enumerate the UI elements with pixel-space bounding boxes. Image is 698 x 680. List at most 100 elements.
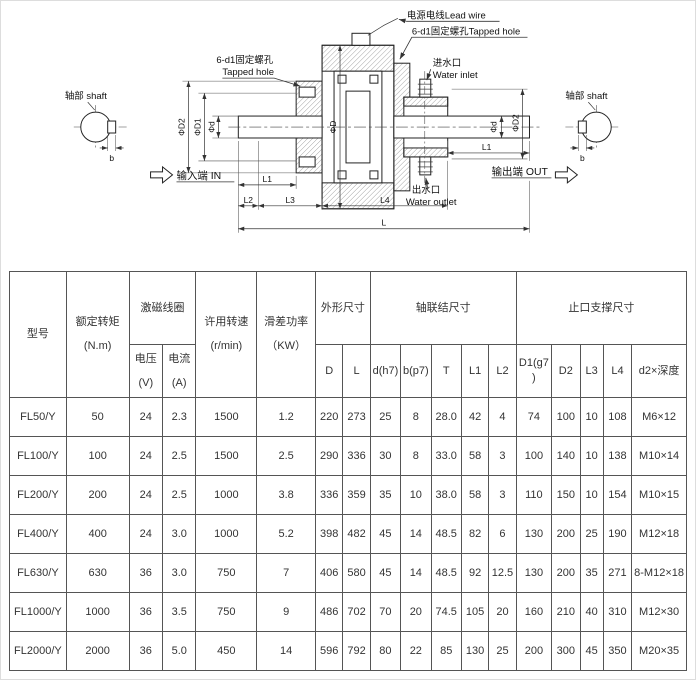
col-L: L: [342, 344, 371, 398]
model-cell: FL400/Y: [9, 514, 67, 554]
model-cell: FL2000/Y: [9, 631, 67, 671]
spec-value-cell: 74.5: [430, 592, 462, 632]
col-current-line2: (A): [171, 376, 187, 389]
water-inlet-label-en: Water inlet: [433, 70, 478, 81]
spec-value-cell: 140: [551, 436, 581, 476]
spec-value-cell: 100: [65, 436, 130, 476]
col-slip-line2: （KW）: [266, 340, 306, 352]
spec-value-cell: 2.5: [256, 436, 317, 476]
spec-value-cell: 25: [579, 514, 604, 554]
spec-value-cell: 450: [195, 631, 258, 671]
spec-value-cell: 2.5: [162, 436, 197, 476]
spec-value-cell: 3: [488, 436, 517, 476]
col-group-spigot: 止口支撑尺寸: [515, 271, 688, 345]
col-voltage-line1: 电压: [134, 352, 157, 365]
col-speed: 许用转速 (r/min): [195, 271, 258, 398]
water-inlet-fitting: [419, 78, 432, 98]
spec-value-cell: 2.5: [162, 475, 197, 515]
shaft-section-circle: [80, 111, 112, 143]
keyway: [107, 120, 117, 134]
spec-value-cell: 750: [195, 553, 258, 593]
spec-value-cell: 486: [315, 592, 344, 632]
spec-value-cell: 3.0: [162, 514, 197, 554]
spec-value-cell: 3.0: [162, 553, 197, 593]
spec-value-cell: 58: [460, 475, 490, 515]
coupling-section: [228, 18, 540, 210]
spec-value-cell: 85: [430, 631, 462, 671]
spec-value-cell: 10: [579, 397, 604, 437]
spec-value-cell: 9: [256, 592, 317, 632]
terminal-box: [351, 32, 371, 46]
dim-phiD2-left: ΦD2: [176, 118, 186, 136]
spec-value-cell: 273: [342, 397, 371, 437]
spec-value-cell: 42: [460, 397, 490, 437]
spec-value-cell: 792: [342, 631, 371, 671]
spec-value-cell: 7: [256, 553, 317, 593]
dim-phid-right: Φd: [489, 121, 499, 133]
tapped-hole-top: [298, 86, 316, 98]
spec-value-cell: 33.0: [430, 436, 462, 476]
spec-value-cell: 12.5: [488, 553, 517, 593]
tapped-hole-top-label: 6-d1固定螺孔Tapped hole: [412, 25, 520, 37]
spec-value-cell: 3: [488, 475, 517, 515]
spec-value-cell: 92: [460, 553, 490, 593]
col-d-h7: d(h7): [369, 344, 402, 398]
col-d2-depth: d2×深度: [631, 344, 687, 398]
col-slip-line1: 滑差功率: [264, 316, 309, 329]
col-current-line1: 电流: [168, 352, 191, 365]
col-speed-line2: (r/min): [210, 340, 243, 352]
dim-phiD: ΦD: [328, 121, 338, 134]
spec-value-cell: 5.0: [162, 631, 197, 671]
tapped-hole-bottom: [298, 156, 316, 168]
spec-value-cell: 200: [551, 514, 581, 554]
spec-value-cell: 130: [515, 553, 553, 593]
spec-value-cell: 8-M12×18: [631, 553, 687, 593]
spec-value-cell: 271: [602, 553, 633, 593]
spec-value-cell: 290: [315, 436, 344, 476]
spec-value-cell: 36: [128, 592, 164, 632]
spec-value-cell: 4: [488, 397, 517, 437]
model-cell: FL200/Y: [9, 475, 67, 515]
col-torque-line2: (N.m): [83, 340, 112, 352]
spec-value-cell: 24: [128, 514, 164, 554]
spec-value-cell: 336: [315, 475, 344, 515]
spec-value-cell: 14: [400, 514, 432, 554]
col-b-p7: b(p7): [400, 344, 432, 398]
spec-value-cell: 40: [579, 592, 604, 632]
right-shaft-end-view: 轴部 shaft b: [565, 90, 621, 163]
spec-value-cell: 10: [579, 475, 604, 515]
dim-phiD2-right: ΦD2: [511, 114, 521, 132]
col-slip-power: 滑差功率 （KW）: [256, 271, 317, 398]
spec-value-cell: M12×18: [631, 514, 687, 554]
spec-value-cell: 30: [369, 436, 402, 476]
col-voltage: 电压 (V): [128, 344, 164, 398]
dim-L1-left: L1: [263, 174, 273, 184]
spec-value-cell: 8: [400, 397, 432, 437]
spec-value-cell: 359: [342, 475, 371, 515]
spec-value-cell: 24: [128, 436, 164, 476]
col-D: D: [315, 344, 344, 398]
col-torque: 额定转矩 (N.m): [65, 271, 130, 398]
col-group-outline: 外形尺寸: [315, 271, 371, 345]
spec-value-cell: 6: [488, 514, 517, 554]
spec-value-cell: 5.2: [256, 514, 317, 554]
output-end-label: 输出端 OUT: [492, 165, 549, 178]
input-end-label: 输入端 IN: [176, 169, 221, 182]
tapped-hole-left-label-cn: 6-d1固定螺孔: [216, 54, 273, 66]
shaft-left-label: 轴部 shaft: [65, 90, 107, 102]
spec-value-cell: 200: [515, 631, 553, 671]
spec-value-cell: 150: [551, 475, 581, 515]
spec-value-cell: 74: [515, 397, 553, 437]
spec-value-cell: 310: [602, 592, 633, 632]
spec-value-cell: 105: [460, 592, 490, 632]
spec-value-cell: 200: [65, 475, 130, 515]
spec-value-cell: 10: [400, 475, 432, 515]
dimensions: ΦD2 ΦD1 Φd ΦD Φd ΦD2 L1: [176, 45, 530, 233]
spec-value-cell: 3.8: [256, 475, 317, 515]
spec-value-cell: 80: [369, 631, 402, 671]
tapped-hole-left-label-en: Tapped hole: [222, 67, 274, 78]
dim-phid-left: Φd: [206, 121, 216, 133]
spec-value-cell: 130: [515, 514, 553, 554]
spec-value-cell: 200: [551, 553, 581, 593]
